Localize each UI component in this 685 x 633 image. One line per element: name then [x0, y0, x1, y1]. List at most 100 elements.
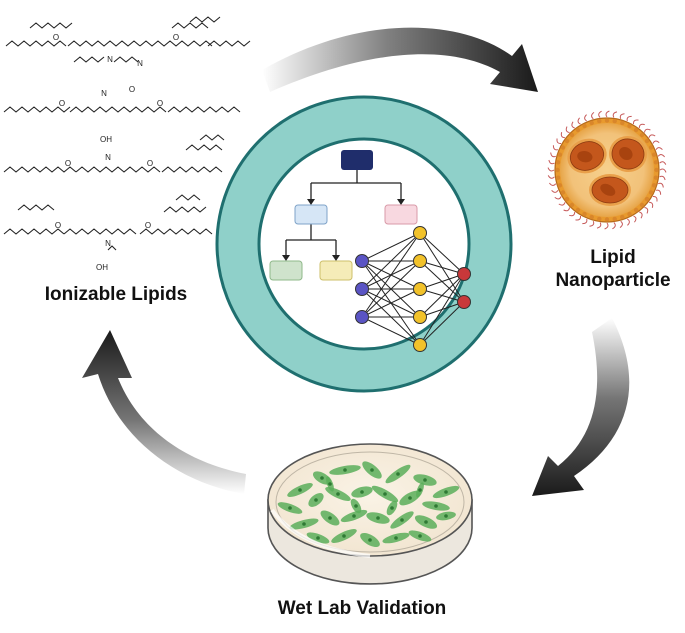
lnp-lipid-head: [575, 207, 581, 213]
petri-cell-nucleus: [302, 522, 306, 526]
lnp-peg-chain: [626, 115, 632, 122]
lipid-tail: [73, 56, 105, 63]
lnp-peg-chain: [657, 154, 666, 158]
lnp-peg-chain: [577, 117, 581, 125]
nn-edge: [361, 260, 421, 318]
lipid-tail: [3, 106, 71, 113]
lnp-peg-chain: [598, 110, 602, 118]
lipid-tail: [189, 16, 221, 23]
lnp-peg-chain: [584, 114, 587, 122]
petri-cell-nucleus: [368, 538, 372, 542]
lnp-lipid-head: [648, 190, 654, 195]
oxygen-atom: O: [157, 99, 163, 108]
lnp-peg-chain: [548, 159, 555, 165]
petri-cell-nucleus: [408, 496, 412, 500]
lnp-peg-chain: [652, 140, 660, 144]
arrow-right: [532, 318, 630, 496]
lnp-lipid-head: [612, 216, 617, 222]
nn-hidden-node: [413, 282, 427, 296]
lnp-lipid-head: [560, 190, 566, 195]
nn-input-node: [355, 310, 369, 324]
nn-edge: [361, 288, 421, 318]
lipid-nanoparticle-label-line1: Lipid: [590, 247, 636, 268]
lipid-tail: [63, 228, 137, 235]
lnp-peg-chain: [565, 126, 570, 133]
lnp-lipid-head: [612, 118, 617, 124]
lnp-lipid-head: [644, 138, 650, 144]
petri-cell-nucleus: [376, 516, 380, 520]
lnp-peg-chain: [648, 134, 656, 138]
lnp-peg-chain: [619, 113, 625, 119]
lipid-tail: [139, 40, 213, 47]
petri-cell-nucleus: [418, 534, 422, 538]
lnp-peg-chain: [547, 167, 555, 172]
oxygen-atom: O: [55, 221, 61, 230]
nn-output-node: [457, 295, 471, 309]
nn-input-node: [355, 282, 369, 296]
lipid-tail: [69, 106, 167, 113]
lnp-peg-chain: [658, 182, 664, 188]
lnp-peg-chain: [552, 145, 559, 151]
petri-cell-nucleus: [336, 492, 340, 496]
lnp-lipid-head: [633, 207, 639, 213]
tree-leaf-left: [269, 260, 303, 281]
petri-cell-nucleus: [423, 478, 427, 482]
lnp-peg-chain: [652, 195, 658, 202]
lipid-tail: [3, 228, 65, 235]
lnp-peg-chain: [612, 111, 618, 118]
nn-edge: [361, 316, 421, 346]
nn-hidden-node: [413, 338, 427, 352]
nn-edge: [419, 260, 465, 275]
nn-input-node: [355, 254, 369, 268]
lnp-lipid-head: [648, 145, 654, 150]
lipid-tail: [171, 22, 209, 29]
petri-cell-nucleus: [316, 536, 320, 540]
nitrogen-atom: N: [107, 55, 113, 64]
lipid-tail: [75, 166, 161, 173]
lnp-lipid-head: [560, 145, 566, 150]
lnp-peg-chain: [644, 207, 649, 214]
petri-cell-nucleus: [444, 490, 448, 494]
arrow-left: [82, 330, 246, 494]
lipid-tail: [107, 245, 117, 251]
petri-cell-nucleus: [444, 514, 448, 518]
nn-hidden-node: [413, 226, 427, 240]
lnp-peg-chain: [582, 218, 588, 225]
lnp-peg-chain: [648, 201, 654, 208]
lnp-peg-chain: [550, 152, 556, 158]
neural-network-icon: [355, 226, 471, 352]
lipid-tail: [175, 194, 201, 201]
petri-cell-nucleus: [418, 488, 422, 492]
petri-cell-nucleus: [314, 498, 318, 502]
lipid-nanoparticle-label: Lipid Nanoparticle: [548, 246, 678, 292]
oxygen-atom: O: [145, 221, 151, 230]
nn-edge: [361, 232, 421, 262]
lnp-lipid-head: [620, 214, 625, 220]
lnp-lipid-head: [639, 202, 645, 208]
cycle-arrow-icon: [82, 27, 630, 496]
lnp-peg-chain: [560, 132, 566, 139]
lipid-tail: [139, 228, 213, 235]
lnp-lipid-head: [589, 120, 594, 126]
petri-cell-nucleus: [396, 472, 400, 476]
lnp-lipid-head: [644, 196, 650, 202]
wet-lab-validation-label: Wet Lab Validation: [277, 598, 447, 619]
nn-edge: [419, 273, 465, 290]
lnp-peg-chain: [589, 221, 595, 227]
lnp-lipid-head: [557, 152, 563, 157]
lnp-lipid-head: [564, 138, 570, 144]
lnp-peg-chain: [547, 175, 555, 179]
petri-cell-nucleus: [400, 518, 404, 522]
lnp-peg-chain: [659, 161, 667, 165]
lnp-lipid-head: [597, 216, 602, 222]
nn-edge: [361, 232, 421, 318]
petri-cell-nucleus: [383, 492, 387, 496]
lnp-peg-chain: [659, 168, 667, 173]
lnp-lipid-head: [555, 175, 561, 180]
petri-cell-nucleus: [370, 468, 374, 472]
nn-output-node: [457, 267, 471, 281]
ionizable-lipids-label: Ionizable Lipids: [44, 284, 188, 305]
lnp-cargo-core: [619, 146, 633, 161]
lnp-lipid-head: [589, 214, 594, 220]
lnp-lipid-head: [582, 123, 587, 129]
